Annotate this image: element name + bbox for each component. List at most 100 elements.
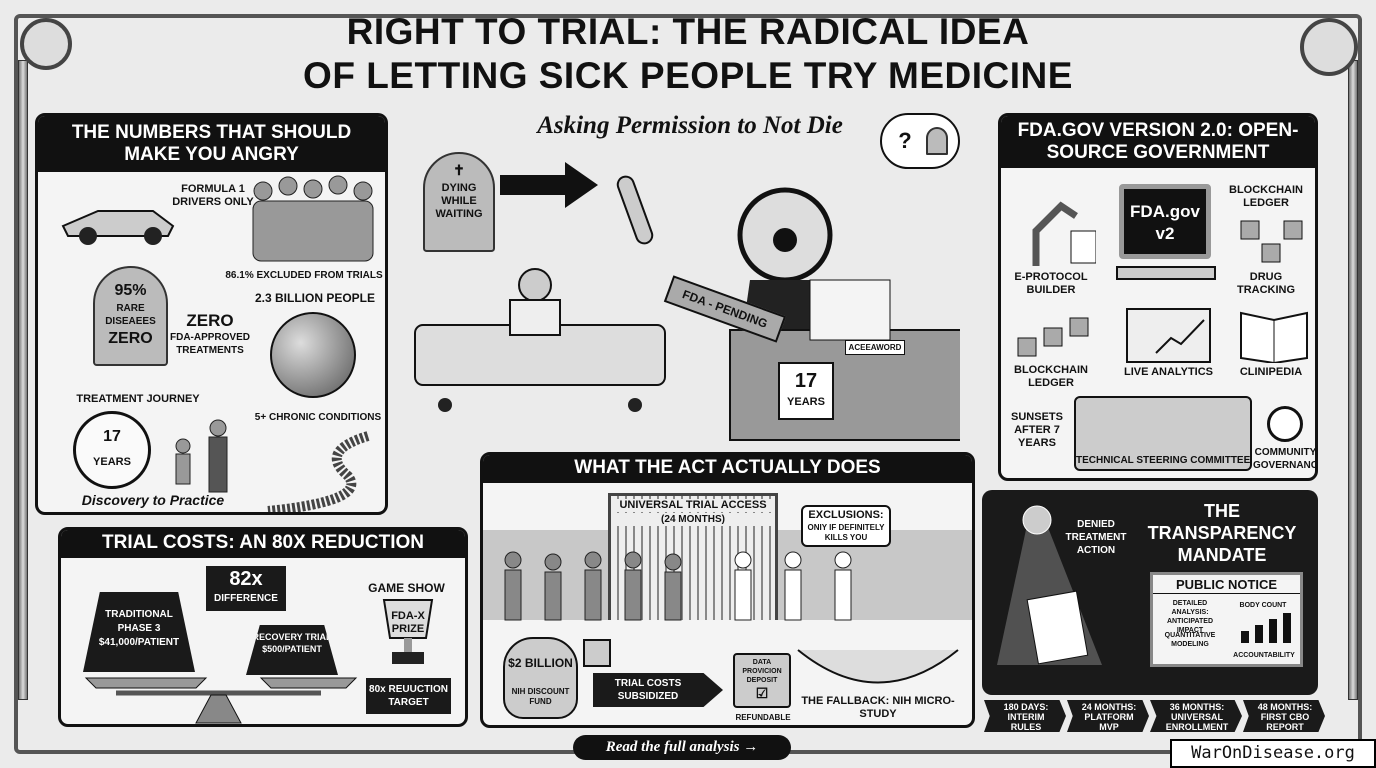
clock-unit: YEARS: [93, 456, 131, 468]
blockchain-chain-icon: [1017, 317, 1089, 357]
stone-label: RARE DISEAEES: [105, 303, 156, 327]
read-full-analysis-button[interactable]: Read the full analysis →: [573, 735, 791, 760]
stopwatch-icon: [1267, 406, 1303, 442]
numbers-heading: THE NUMBERS THAT SHOULD MAKE YOU ANGRY: [38, 116, 385, 172]
fund-amount: $2 BILLION: [508, 656, 573, 670]
exclusions-speech-bubble: EXCLUSIONS: ONIY IF DEFINITELY KILLS YOU: [801, 505, 891, 547]
discovery-to-practice: Discovery to Practice: [81, 492, 225, 508]
timeline-step-text: 24 MONTHS: PLATFORM MVP: [1081, 701, 1137, 732]
difference-banner: 82x DIFFERENCE: [206, 566, 286, 611]
page-title: RIGHT TO TRIAL: THE RADICAL IDEA OF LETT…: [200, 10, 1176, 98]
analytics-chart-icon: [1126, 308, 1211, 363]
act-heading: WHAT THE ACT ACTUALLY DOES: [483, 455, 972, 483]
trial-costs-panel: TRIAL COSTS: AN 80X REDUCTION TRADITIONA…: [58, 527, 468, 727]
subsidized-label: TRIAL COSTS SUBSIDIZED: [614, 678, 682, 702]
watermark: WarOnDisease.org: [1170, 739, 1376, 768]
clock-icon: 17 YEARS: [73, 411, 151, 489]
exclusions-title: EXCLUSIONS:: [808, 509, 884, 521]
timeline-step-3: 36 MONTHS: UNIVERSAL ENROLLMENT: [1150, 700, 1242, 732]
desk-years-unit: YEARS: [787, 396, 825, 408]
ledger-top-label: BLOCKCHAIN LEDGER: [1229, 184, 1303, 209]
excluded-stat: 86.1% EXCLUDED FROM TRIALS: [225, 270, 383, 281]
deposit-box: DATA PROVICION DEPOSIT ☑: [733, 653, 791, 708]
ledger-left-label: BLOCKCHAIN LEDGER: [1014, 364, 1088, 389]
monitor-screen: FDA.gov v2: [1119, 184, 1211, 259]
live-analytics-label: LIVE ANALYTICS: [1123, 366, 1214, 378]
steering-committee-box: TECHNICAL STEERING COMMITTEE: [1074, 396, 1252, 471]
traditional-cost: TRADITIONAL PHASE 3 $41,000/PATIENT: [98, 609, 180, 648]
globe-icon: [270, 312, 356, 398]
fda-gov-panel: FDA.GOV VERSION 2.0: OPEN-SOURCE GOVERNM…: [998, 113, 1318, 481]
right-pipe: [1348, 60, 1358, 700]
e-protocol-label: E-PROTOCOL BUILDER: [1014, 271, 1088, 296]
hammock-safety-net-icon: [797, 649, 959, 684]
accountability-label: ACCOUNTABILITY: [1233, 652, 1295, 659]
reduction-target-banner: 80x REUUCTION TARGET: [366, 678, 451, 714]
community-governance-label: COMMUNITY GOVERNANCE: [1253, 447, 1318, 471]
balance-scale-icon: [84, 677, 358, 724]
transparency-panel: THE TRANSPARENCY MANDATE DENIED TREATMEN…: [982, 490, 1318, 695]
question-mark: ?: [898, 128, 912, 153]
timeline-step-text: 36 MONTHS: UNIVERSAL ENROLLMENT: [1165, 701, 1229, 732]
fallback-label: THE FALLBACK: NIH MICRO-STUDY: [801, 695, 955, 720]
fund-label: NIH DISCOUNT FUND: [511, 687, 570, 706]
subsidized-arrow: TRIAL COSTS SUBSIDIZED: [593, 673, 723, 707]
difference-label: DIFFERENCE: [214, 593, 278, 604]
blockchain-cubes-icon: [1240, 220, 1303, 263]
crowd-of-elderly-icon: [252, 175, 374, 262]
numbers-panel: THE NUMBERS THAT SHOULD MAKE YOU ANGRY F…: [35, 113, 388, 515]
left-pipe: [18, 60, 28, 700]
title-line-1: RIGHT TO TRIAL: THE RADICAL IDEA: [346, 11, 1030, 52]
child-and-elder-icon: [175, 419, 228, 493]
traditional-weight: TRADITIONAL PHASE 3 $41,000/PATIENT: [83, 592, 195, 672]
timeline-step-text: 180 DAYS: INTERIM RULES: [1003, 701, 1049, 732]
gauge-icon: [20, 18, 72, 70]
timeline-step-4: 48 MONTHS: FIRST CBO REPORT: [1243, 700, 1325, 732]
checkbox-icon: ☑: [755, 685, 769, 701]
fda-heading: FDA.GOV VERSION 2.0: OPEN-SOURCE GOVERNM…: [1001, 116, 1315, 168]
keyboard-icon: [1116, 266, 1216, 280]
timeline-step-2: 24 MONTHS: PLATFORM MVP: [1067, 700, 1149, 732]
chronic-stat: 5+ CHRONIC CONDITIONS: [254, 412, 382, 423]
denied-treatment-label: DENIED TREATMENT ACTION: [1060, 518, 1132, 557]
tombstone: 95% RARE DISEAEES ZERO: [93, 266, 168, 366]
refundable-label: REFUNDABLE: [735, 713, 791, 722]
analysis-text: DETAILED ANALYSIS: ANTICIPATED IMPACT: [1166, 600, 1214, 634]
spotlight-icon: [997, 505, 1102, 665]
game-show-label: GAME SHOW: [368, 581, 445, 595]
waiting-line-icon: [267, 431, 370, 512]
exclusions-text: ONIY IF DEFINITELY KILLS YOU: [807, 523, 885, 542]
paperwork-label: ACEEAWORD: [845, 340, 905, 355]
recovery-weight: RECOVERY TRIAL $500/PATIENT: [246, 625, 338, 675]
recovery-cost: RECOVERY TRIAL $500/PATIENT: [252, 632, 332, 654]
zero-sub: FDA-APPROVED TREATMENTS: [169, 332, 250, 356]
timeline-step-1: 180 DAYS: INTERIM RULES: [984, 700, 1066, 732]
fda-x-prize: FDA-X PRIZE: [391, 610, 425, 635]
dying-while-waiting-tombstone: ✝ DYING WHILE WAITING: [423, 152, 495, 252]
tombstone-text: DYING WHILE WAITING: [435, 182, 483, 220]
money-bag-icon: $2 BILLION NIH DISCOUNT FUND: [503, 637, 578, 719]
gate-duration: (24 MONTHS): [611, 513, 775, 526]
patients-and-doctors-illustration: [504, 551, 852, 621]
hospital-bed-patient-illustration: [414, 268, 666, 412]
gate-sign: UNIVERSAL TRIAL ACCESS: [611, 499, 775, 512]
race-car-icon: [61, 210, 175, 245]
reduction-target: 80x REUUCTION TARGET: [369, 684, 448, 708]
thought-bubble: ?: [880, 113, 960, 169]
journey-label: TREATMENT JOURNEY: [76, 393, 200, 405]
title-line-2: OF LETTING SICK PEOPLE TRY MEDICINE: [303, 55, 1073, 96]
network-icon: [583, 639, 611, 667]
stone-pct: 95%: [114, 282, 147, 299]
desk-sign: 17 YEARS: [778, 362, 834, 420]
bar-chart-icon: [1241, 613, 1291, 643]
timeline-step-text: 48 MONTHS: FIRST CBO REPORT: [1257, 701, 1313, 732]
f1-label: FORMULA 1 DRIVERS ONLY: [172, 183, 254, 208]
clinipedia-label: CLINIPEDIA: [1239, 366, 1303, 378]
public-notice-board: PUBLIC NOTICE DETAILED ANALYSIS: ANTICIP…: [1150, 572, 1303, 667]
cross-icon: ✝: [453, 162, 465, 178]
transparency-heading: THE TRANSPARENCY MANDATE: [1147, 501, 1297, 565]
subtitle: Asking Permission to Not Die: [537, 112, 843, 139]
robot-arm-icon: [1032, 201, 1096, 266]
drug-tracking-label: DRUG TRACKING: [1236, 271, 1296, 296]
sunsets-label: SUNSETS AFTER 7 YEARS: [1011, 411, 1063, 449]
